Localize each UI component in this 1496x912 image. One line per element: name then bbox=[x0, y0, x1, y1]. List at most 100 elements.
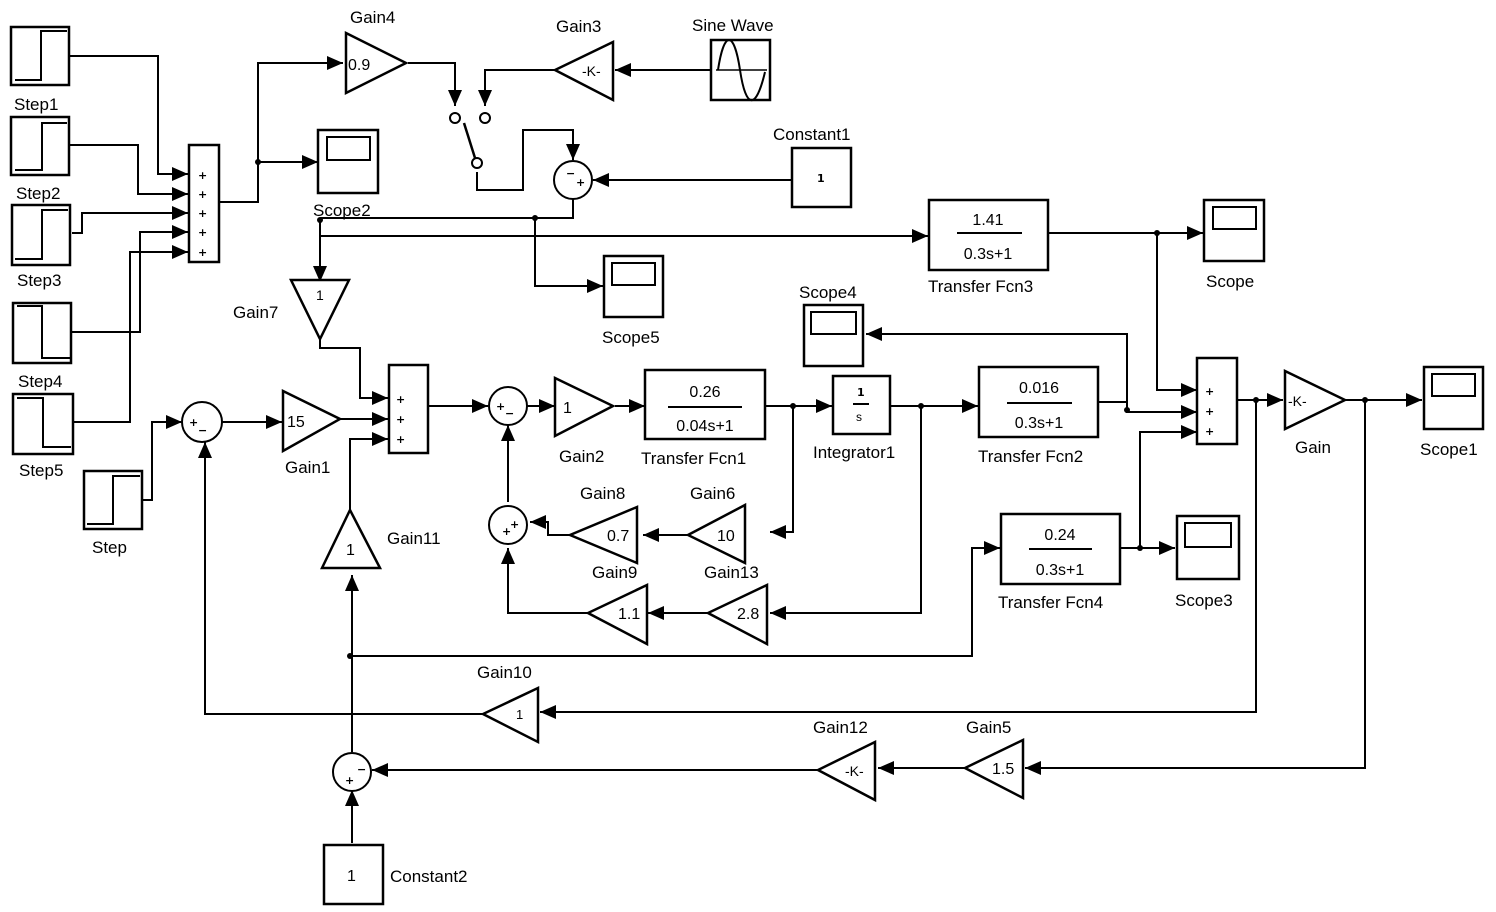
sign: + bbox=[345, 774, 354, 787]
wire-to-gain5[interactable] bbox=[1025, 400, 1366, 775]
tf2-label: Transfer Fcn2 bbox=[978, 447, 1083, 466]
wire-gain10-to-sum1[interactable] bbox=[198, 442, 482, 715]
sum-in1-block[interactable]: + − bbox=[181, 401, 223, 443]
gain1-value: 15 bbox=[287, 414, 305, 431]
gain-1-1-value: 1.1 bbox=[618, 606, 640, 623]
wire-gain11-to-summid[interactable] bbox=[349, 432, 388, 510]
sign: + bbox=[198, 246, 207, 259]
step5-block[interactable]: Step5 bbox=[11, 392, 75, 480]
sum-mid-block[interactable]: + + + bbox=[387, 363, 430, 455]
scope2-block[interactable]: Scope2 bbox=[313, 128, 380, 220]
scope5-block[interactable]: Scope5 bbox=[602, 254, 665, 347]
sign: + bbox=[198, 226, 207, 239]
sine-wave-block[interactable]: Sine Wave bbox=[692, 16, 774, 102]
wire-step5[interactable] bbox=[72, 245, 188, 423]
sum-fb-block[interactable]: + + bbox=[488, 505, 528, 545]
gain-label: Gain bbox=[1295, 438, 1331, 457]
gain2-block[interactable]: 1 Gain2 bbox=[553, 376, 616, 466]
step5-label: Step5 bbox=[19, 461, 63, 480]
step2-block[interactable]: Step2 bbox=[9, 115, 71, 203]
step3-label: Step3 bbox=[17, 271, 61, 290]
wire-to-scope5[interactable] bbox=[534, 218, 603, 293]
wire-gain7-to-summid[interactable] bbox=[319, 338, 388, 405]
wire-to-scope4[interactable] bbox=[866, 327, 1128, 402]
transfer-fcn1-block[interactable]: 0.26 0.04s+1 Transfer Fcn1 bbox=[641, 368, 767, 468]
gain8-label: Gain8 bbox=[580, 484, 625, 503]
gain-2-8-block[interactable]: 2.8 bbox=[705, 583, 769, 647]
wire-step4[interactable] bbox=[72, 225, 188, 333]
sign: − bbox=[505, 407, 514, 420]
wire-tf4-to-sumright[interactable] bbox=[1139, 425, 1197, 548]
gain-block[interactable]: -K- Gain bbox=[1283, 369, 1348, 457]
gain7-block[interactable]: 1 Gain7 bbox=[233, 278, 352, 342]
gain7-value: 1 bbox=[316, 287, 324, 303]
gain13-value: 10 bbox=[717, 528, 735, 545]
wire-gain9-to-sumfb[interactable] bbox=[530, 515, 570, 536]
gain1-label: Gain1 bbox=[285, 458, 330, 477]
step1-block[interactable]: Step1 bbox=[9, 25, 71, 114]
wire-to-gain28[interactable] bbox=[770, 406, 922, 620]
wire-tf3-to-sumright[interactable] bbox=[1156, 233, 1197, 397]
gain5-block[interactable]: 1.5 Gain5 bbox=[962, 718, 1025, 801]
constant2-block[interactable]: 1 Constant2 bbox=[322, 843, 468, 906]
wire-sum-out[interactable] bbox=[320, 198, 574, 219]
wire-to-gain13[interactable] bbox=[770, 406, 794, 539]
gain-1-1-block[interactable]: 1.1 bbox=[585, 583, 649, 647]
step-icon bbox=[15, 209, 68, 260]
manual-switch-block[interactable] bbox=[449, 112, 491, 169]
tf3-label: Transfer Fcn3 bbox=[928, 277, 1033, 296]
transfer-fcn4-block[interactable]: 0.24 0.3s+1 Transfer Fcn4 bbox=[998, 512, 1122, 612]
wire-gain4-to-switch[interactable] bbox=[408, 62, 462, 106]
wire-to-gain10[interactable] bbox=[540, 400, 1257, 719]
transfer-fcn2-block[interactable]: 0.016 0.3s+1 Transfer Fcn2 bbox=[977, 365, 1100, 466]
gain9-block[interactable]: 0.7 Gain8 Gain9 bbox=[566, 484, 639, 582]
scope-label: Scope bbox=[1206, 272, 1254, 291]
sum-top-block[interactable]: + + + + + bbox=[187, 143, 221, 264]
integrator1-block[interactable]: 1 s Integrator1 bbox=[813, 374, 895, 462]
gain4-block[interactable]: 0.9 Gain4 bbox=[344, 8, 409, 96]
gain3-block[interactable]: -K- Gain3 bbox=[552, 17, 615, 103]
tf2-denominator: 0.3s+1 bbox=[1015, 415, 1064, 432]
gain10-block[interactable]: 1 Gain10 bbox=[477, 663, 540, 745]
scope1-block[interactable]: Scope1 bbox=[1420, 365, 1485, 459]
wire-sum-to-gain4[interactable] bbox=[218, 56, 343, 203]
sum-switch-block[interactable]: − + bbox=[553, 160, 593, 200]
gain13-block[interactable]: 10 Gain6 Gain13 bbox=[685, 484, 759, 582]
step-block[interactable]: Step bbox=[82, 469, 144, 557]
integrator1-label: Integrator1 bbox=[813, 443, 895, 462]
wire-step2[interactable] bbox=[70, 144, 188, 201]
wire-step-to-sum[interactable] bbox=[142, 415, 182, 501]
wire-step1[interactable] bbox=[70, 55, 188, 181]
sign: − bbox=[357, 763, 366, 776]
switch-lever[interactable] bbox=[462, 122, 477, 159]
wire-gain3-to-switch[interactable] bbox=[478, 69, 555, 106]
gain12-block[interactable]: -K- Gain12 bbox=[813, 718, 877, 803]
constant1-block[interactable]: 1 Constant1 bbox=[773, 125, 853, 209]
step1-label: Step1 bbox=[14, 95, 58, 114]
integrator-denominator: s bbox=[856, 410, 862, 424]
gain1-block[interactable]: 15 Gain1 bbox=[281, 388, 343, 477]
scope-block[interactable]: Scope bbox=[1202, 198, 1266, 291]
wire-to-tf4[interactable] bbox=[350, 541, 1000, 657]
scope4-block[interactable]: Scope4 bbox=[799, 283, 865, 368]
gain13-label: Gain13 bbox=[704, 563, 759, 582]
scope4-label: Scope4 bbox=[799, 283, 857, 302]
wire-step3[interactable] bbox=[72, 206, 188, 234]
sum-bottom-block[interactable]: + − bbox=[332, 752, 372, 792]
gain5-label: Gain5 bbox=[966, 718, 1011, 737]
transfer-fcn3-block[interactable]: 1.41 0.3s+1 Transfer Fcn3 bbox=[927, 198, 1050, 296]
sign: + bbox=[1205, 405, 1214, 418]
wire-tf2-to-sumright[interactable] bbox=[1098, 401, 1197, 419]
wire-switch-to-sum[interactable] bbox=[476, 129, 580, 191]
sign: + bbox=[510, 518, 519, 531]
junction-dots bbox=[255, 159, 1368, 659]
wire-11-to-sumfb[interactable] bbox=[501, 548, 588, 614]
scope3-block[interactable]: Scope3 bbox=[1175, 514, 1241, 610]
sum-right-block[interactable]: + + + bbox=[1195, 356, 1239, 446]
sum-in2-block[interactable]: + − bbox=[488, 386, 528, 426]
gain9-label: Gain9 bbox=[592, 563, 637, 582]
step3-block[interactable]: Step3 bbox=[10, 203, 72, 290]
gain11-block[interactable]: 1 Gain11 bbox=[320, 507, 441, 570]
step2-label: Step2 bbox=[16, 184, 60, 203]
step4-block[interactable]: Step4 bbox=[11, 301, 73, 391]
